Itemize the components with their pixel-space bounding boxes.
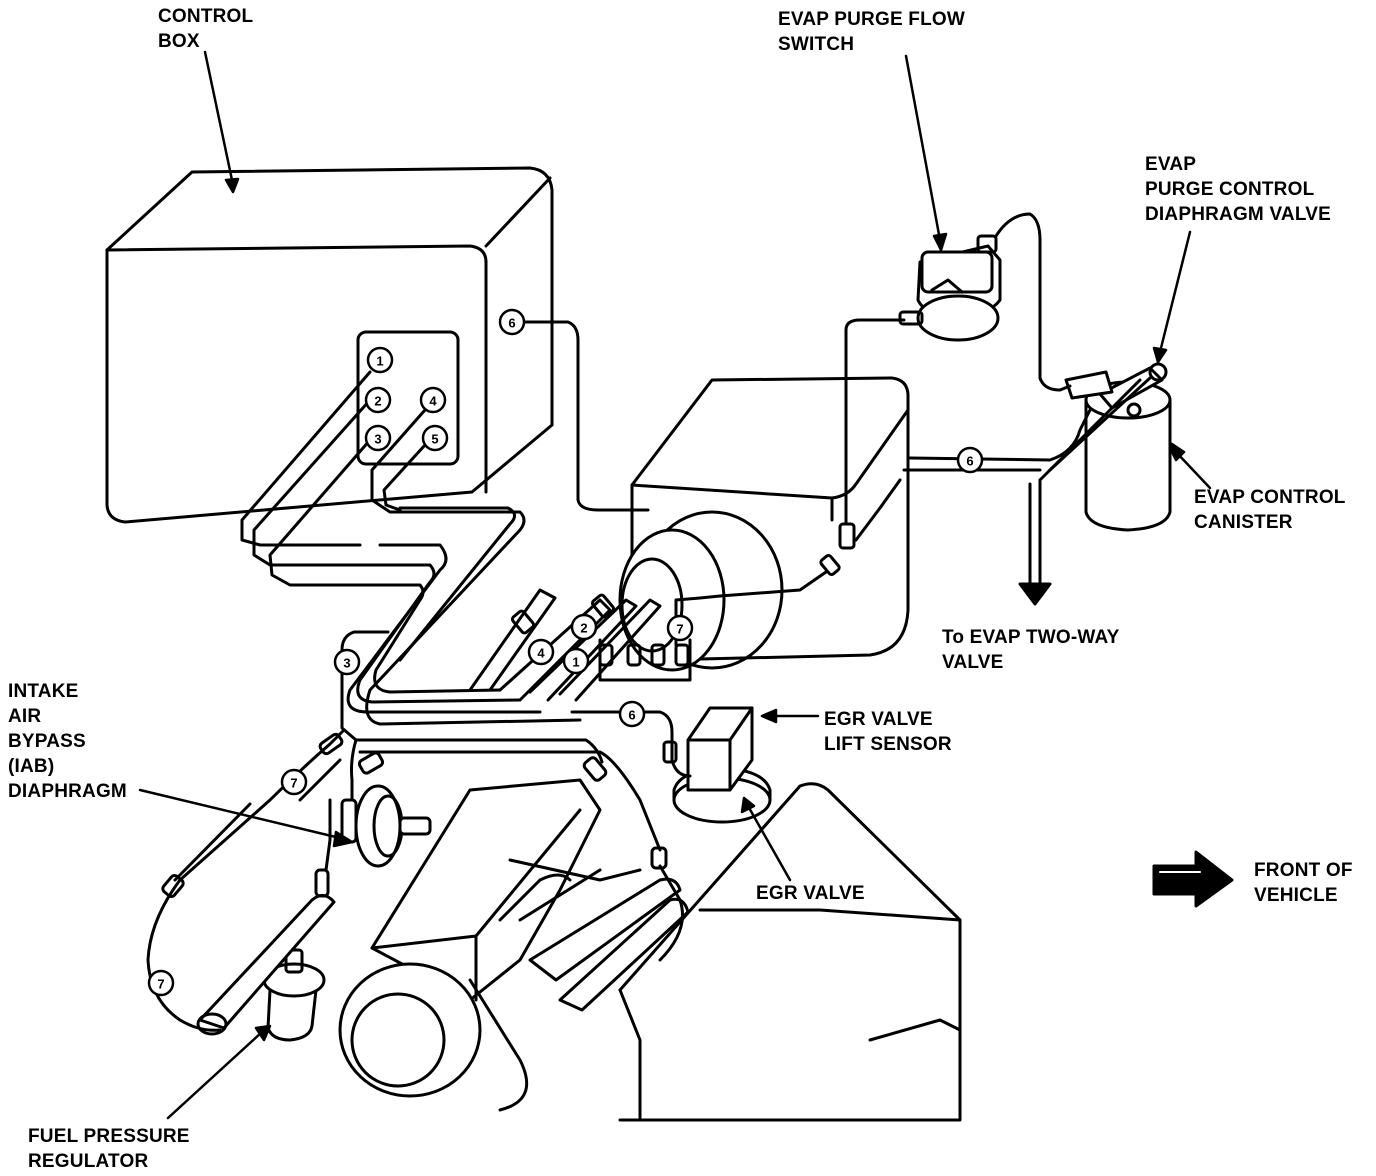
hose-6-box xyxy=(523,320,650,512)
hose-flow-switch-canister xyxy=(994,212,1072,392)
leader-lines xyxy=(138,50,1212,1120)
badge-box-3: 3 xyxy=(364,424,392,452)
badge-box-1: 1 xyxy=(366,346,394,374)
svg-text:1: 1 xyxy=(572,655,579,670)
badge-center-2: 2 xyxy=(570,613,598,641)
svg-text:1: 1 xyxy=(376,354,383,369)
air-cleaner xyxy=(618,376,910,672)
hose-6-egr xyxy=(570,710,692,778)
fuel-pressure-regulator xyxy=(196,868,336,1042)
label-evap-purge-flow-switch: EVAP PURGE FLOW SWITCH xyxy=(778,9,966,55)
evap-purge-flow-switch xyxy=(898,234,1002,342)
svg-text:5: 5 xyxy=(431,432,438,447)
label-egr-valve: EGR VALVE xyxy=(756,883,865,904)
svg-text:6: 6 xyxy=(966,454,973,469)
svg-text:3: 3 xyxy=(374,432,381,447)
evap-control-canister xyxy=(1064,362,1172,532)
to-evap-two-way-arrow xyxy=(1018,478,1052,606)
label-fuel-pressure-regulator: FUEL PRESSURE REGULATOR xyxy=(28,1126,190,1172)
svg-text:3: 3 xyxy=(343,656,350,671)
badge-left-3: 3 xyxy=(333,648,361,676)
engine-block xyxy=(618,782,962,1122)
svg-text:2: 2 xyxy=(580,621,587,636)
svg-text:4: 4 xyxy=(537,646,545,661)
label-to-evap-two-way-valve: To EVAP TWO-WAY VALVE xyxy=(942,627,1120,673)
badge-box-4: 4 xyxy=(419,386,447,414)
badge-iab-7: 7 xyxy=(280,768,308,796)
front-arrow-icon xyxy=(1152,850,1234,908)
intake-manifold xyxy=(338,778,690,1112)
svg-text:6: 6 xyxy=(508,316,515,331)
label-intake-air-bypass-diaphragm: INTAKE AIR BYPASS (IAB) DIAPHRAGM xyxy=(8,681,127,802)
badge-fpr-7: 7 xyxy=(147,969,175,997)
hose-6-canister xyxy=(908,408,1092,462)
svg-text:4: 4 xyxy=(429,394,437,409)
egr-valve-assembly xyxy=(672,706,772,824)
label-egr-valve-lift-sensor: EGR VALVE LIFT SENSOR xyxy=(824,709,952,755)
svg-text:7: 7 xyxy=(290,776,297,791)
badge-center-4: 4 xyxy=(527,638,555,666)
badge-box-2: 2 xyxy=(364,386,392,414)
svg-text:2: 2 xyxy=(374,394,381,409)
hose-bundle xyxy=(240,370,582,726)
label-evap-control-canister: EVAP CONTROL CANISTER xyxy=(1194,487,1346,533)
svg-text:7: 7 xyxy=(676,622,683,637)
svg-text:6: 6 xyxy=(628,708,635,723)
badge-center-7: 7 xyxy=(666,614,694,642)
badge-egr-6: 6 xyxy=(618,700,646,728)
label-evap-purge-control-diaphragm-valve: EVAP PURGE CONTROL DIAPHRAGM VALVE xyxy=(1145,154,1331,225)
svg-text:7: 7 xyxy=(157,977,164,992)
control-box xyxy=(105,166,554,524)
label-front-of-vehicle: FRONT OF VEHICLE xyxy=(1254,860,1353,906)
badge-center-1: 1 xyxy=(562,647,590,675)
iab-diaphragm xyxy=(340,784,432,868)
label-control-box: CONTROL BOX xyxy=(158,6,254,52)
badge-canister-hose-6: 6 xyxy=(956,446,984,474)
badge-box-hose-6: 6 xyxy=(498,308,526,336)
hose-number-badges: 1 2 3 4 5 6 6 4 2 1 7 3 6 7 7 xyxy=(147,308,984,997)
badge-box-5: 5 xyxy=(421,424,449,452)
